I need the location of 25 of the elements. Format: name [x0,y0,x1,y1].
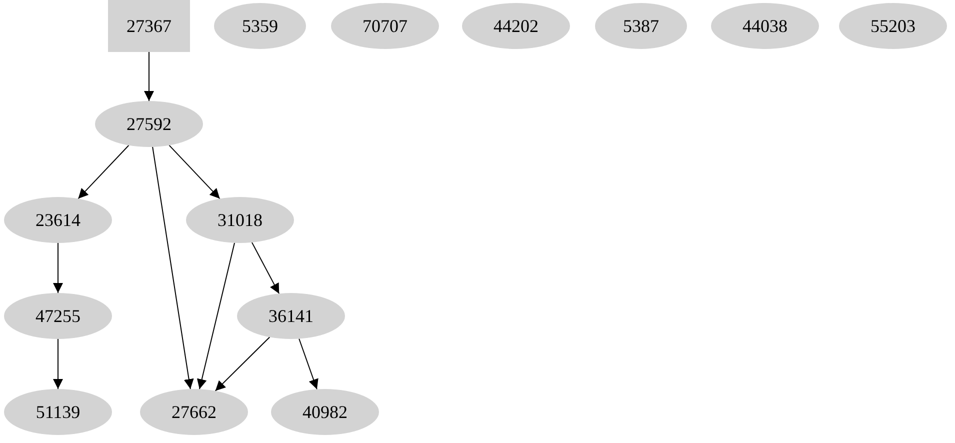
arrow [168,144,220,200]
ellipse-node: 51139 [4,389,112,435]
ellipse-node: 5387 [595,3,687,49]
ellipse-node: 44202 [462,3,570,49]
ellipse-node: 47255 [4,293,112,339]
box-node: 27367 [108,0,190,52]
arrow [78,144,130,200]
arrow [152,146,194,390]
ellipse-node: 70707 [331,3,439,49]
ellipse-node: 27592 [95,101,203,147]
arrow [298,338,318,390]
ellipse-node: 40982 [271,389,379,435]
ellipse-node: 44038 [711,3,819,49]
ellipse-node: 55203 [839,3,947,49]
arrow [196,242,236,390]
ellipse-node: 36141 [237,293,345,339]
arrow [251,242,280,294]
ellipse-node: 23614 [4,197,112,243]
ellipse-node: 31018 [186,197,294,243]
arrow [214,336,270,392]
arrow [53,242,63,294]
ellipse-node: 5359 [214,3,306,49]
ellipse-node: 27662 [140,389,248,435]
arrow [144,52,154,102]
arrow [53,338,63,390]
